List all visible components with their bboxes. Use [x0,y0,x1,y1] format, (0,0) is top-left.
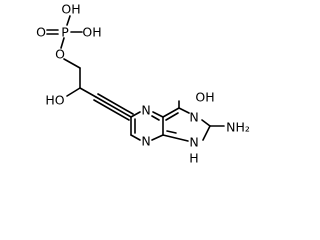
atom-labels: P O OH OH O HO OH N N N N H NH₂ [36,2,250,166]
structural-formula: P O OH OH O HO OH N N N N H NH₂ [36,2,250,166]
atom-oh-right: OH [82,25,101,40]
bond-c7-n8 [130,134,141,141]
bond-c4a-n5-inner [151,115,160,121]
bond-o-ch2 [63,58,81,69]
atom-o-ester: O [55,47,65,62]
atom-oh-top: OH [61,2,80,17]
bond-c4a-n5 [152,111,164,118]
atom-p: P [61,25,69,40]
bond-n3-c2 [201,119,211,127]
triple-bond-center [95,96,132,118]
bond-c4-c4-inner [165,112,179,121]
bond-c4a-c4 [162,107,180,118]
bond-p-o-ester [60,37,65,49]
bond-n8-c8a [151,134,164,141]
atom-n-ring: N [189,110,198,125]
bond-choh-oh [66,87,81,97]
atom-oh-ring: OH [195,90,214,105]
triple-bond-lower [93,99,130,121]
bond-p-oh-top [66,15,71,26]
atom-nh-ring-h: H [189,151,198,166]
bond-choh-alkyne [79,87,97,98]
atom-n-lower: N [141,134,150,149]
atom-nh2: NH₂ [226,120,250,135]
bond-n5-c6 [130,111,141,118]
atom-ho-side: HO [45,93,64,108]
triple-bond-upper [97,93,134,115]
atom-o-double: O [36,25,46,40]
atom-n-upper: N [141,103,150,118]
bonds [46,15,225,142]
atom-n-bottom: N [189,135,198,150]
bond-c8a-n1-inner [166,130,177,134]
bond-c4-n3 [178,107,190,114]
bond-c2-n1 [202,125,211,141]
bond-n1-c8a [162,134,189,142]
